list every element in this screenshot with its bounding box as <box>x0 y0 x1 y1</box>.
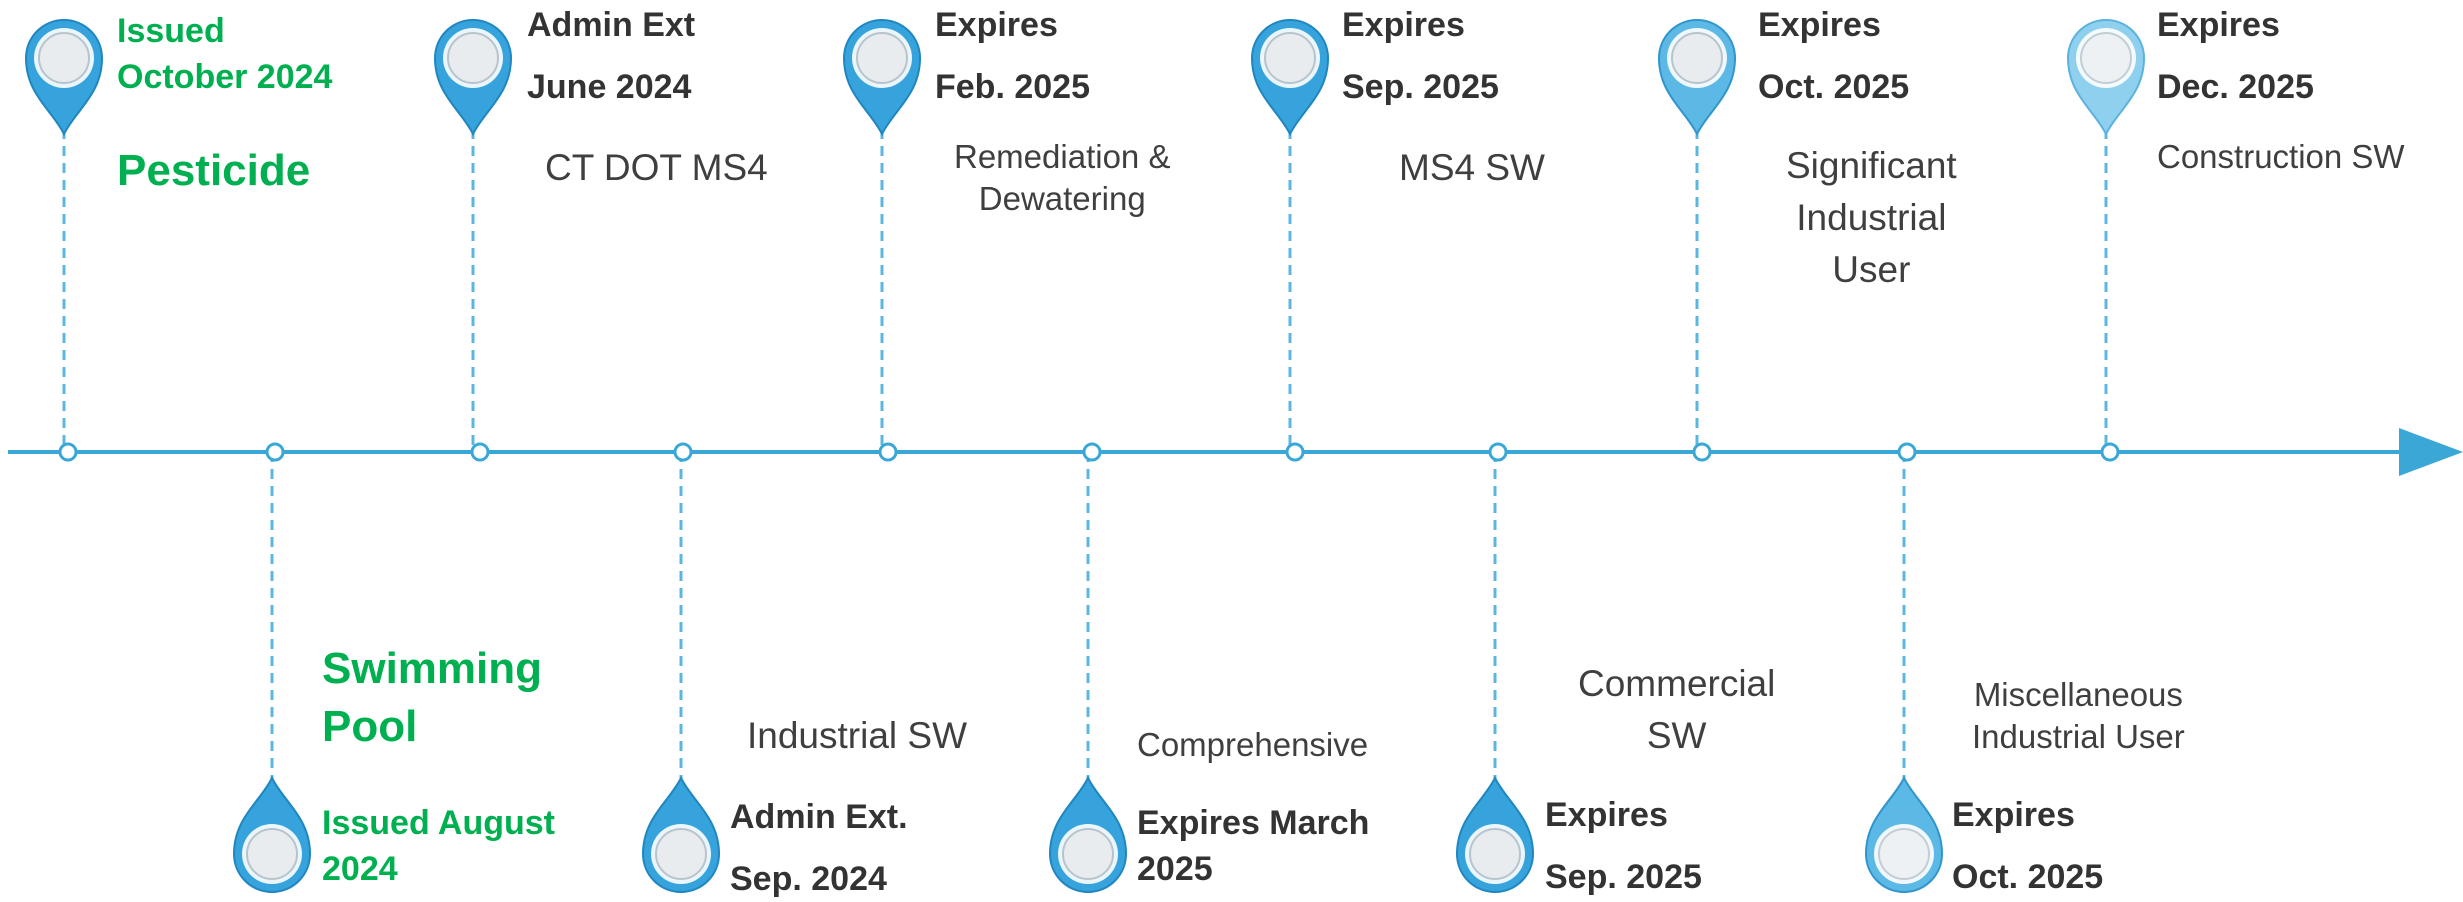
event-name: Pesticide <box>117 146 311 195</box>
axis-dot <box>1285 442 1305 462</box>
event-name: Comprehensive <box>1137 726 1369 763</box>
event-name: Industrial SW <box>747 715 968 756</box>
event-name: Construction SW <box>2157 138 2405 175</box>
axis-dot <box>1488 442 1508 462</box>
axis-dot <box>1082 442 1102 462</box>
event-name: CT DOT MS4 <box>545 147 768 188</box>
map-pin-icon <box>2066 19 2146 136</box>
water-drop-icon <box>1048 776 1128 893</box>
event-date: Admin Ext.Sep. 2024 <box>730 798 908 898</box>
water-drop-icon <box>1455 776 1535 893</box>
map-pin-icon <box>24 19 104 136</box>
axis-dot <box>1692 442 1712 462</box>
water-drop-icon <box>641 776 721 893</box>
map-pin-icon <box>842 19 922 136</box>
map-pin-icon <box>1250 19 1330 136</box>
water-drop-icon <box>232 776 312 893</box>
axis-dot <box>2100 442 2120 462</box>
axis-dot <box>1897 442 1917 462</box>
event-name: Remediation &Dewatering <box>954 138 1171 217</box>
axis-dot <box>673 442 693 462</box>
map-pin-icon <box>1657 19 1737 136</box>
water-drop-icon <box>1864 776 1944 893</box>
axis-dot <box>470 442 490 462</box>
axis-dot <box>878 442 898 462</box>
axis-dot <box>265 442 285 462</box>
axis-dot <box>58 442 78 462</box>
map-pin-icon <box>433 19 513 136</box>
event-name: MS4 SW <box>1399 147 1545 188</box>
